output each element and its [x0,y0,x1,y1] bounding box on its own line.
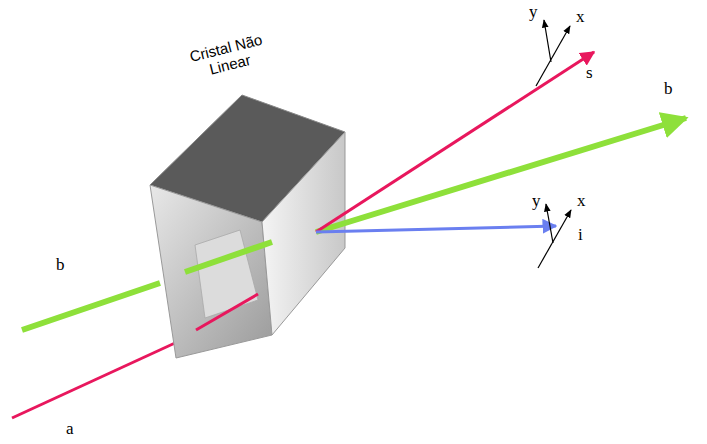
beam-label: b [664,80,673,99]
crystal-side-face [262,132,345,335]
beam-label: i [578,226,583,245]
crystal-label: Cristal Não Linear [175,28,280,84]
pump-beam-out [316,118,686,232]
beam-a-inside [196,294,258,330]
crystal-window [195,230,258,318]
y-axis [544,20,551,62]
signal-beam [316,52,594,232]
pump-beam-b [22,283,160,330]
crystal-front-face [150,185,272,358]
beam-label: b [56,256,65,275]
x-axis [536,26,570,86]
axis-label: x [576,8,585,27]
axis-label: y [532,192,541,211]
x-axis [538,210,571,268]
beam-label: s [586,64,593,83]
idler-beam [316,226,556,232]
y-axis [546,204,553,243]
axis-label: x [577,192,586,211]
beam-label: a [66,420,74,439]
pump-beam-inside [185,242,272,272]
beam-a [12,343,175,418]
axis-label: y [529,3,538,22]
